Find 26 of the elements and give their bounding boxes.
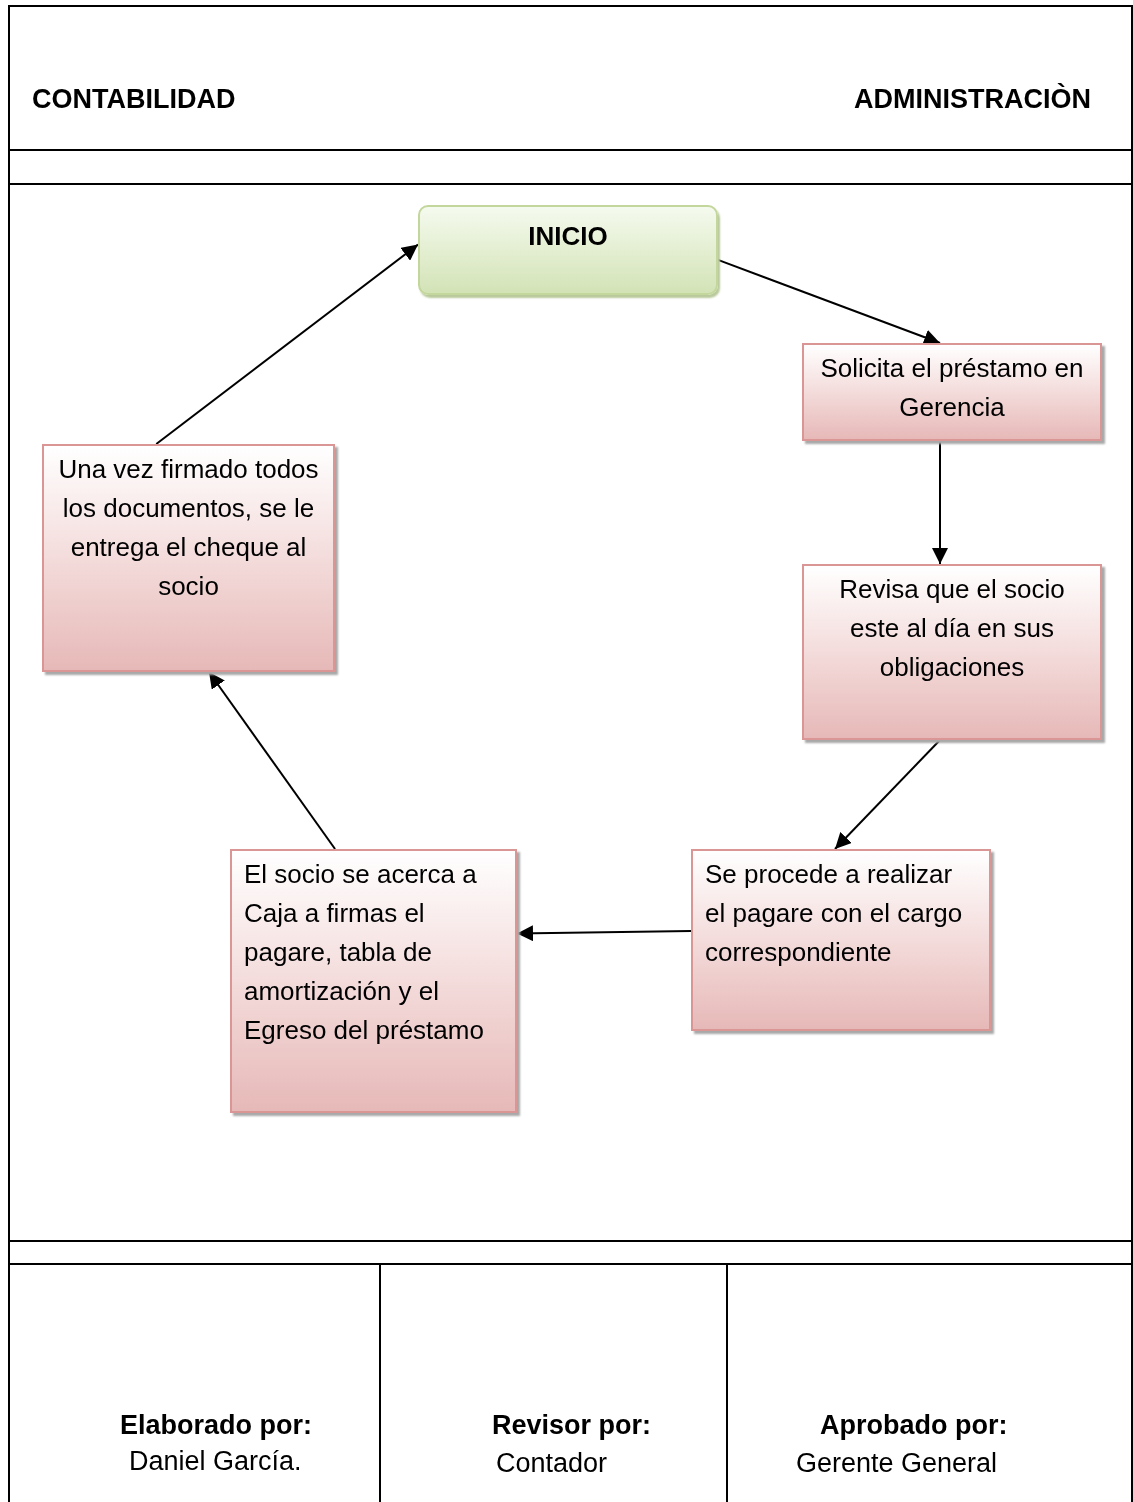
signature-name: Daniel García. — [129, 1445, 302, 1478]
arrow — [717, 258, 941, 345]
arrow — [516, 925, 692, 942]
start-box — [418, 205, 718, 295]
column-heading: ADMINISTRACIÒN — [854, 82, 1091, 116]
signature-name: Gerente General — [796, 1447, 998, 1480]
process-box — [230, 849, 517, 1113]
arrow — [932, 440, 948, 565]
box-text: El socio se acerca a Caja a firmas el pagare, tabla de amortización y el Egreso del préstamo — [244, 858, 485, 1047]
box-text: Revisa que el socio este al día en sus obligaciones — [838, 573, 1066, 684]
process-box — [802, 564, 1102, 740]
arrow — [155, 243, 419, 445]
process-box — [42, 444, 335, 672]
signature-label: Aprobado por: — [820, 1409, 1008, 1442]
signature-label: Elaborado por: — [120, 1409, 312, 1442]
process-box — [802, 343, 1102, 441]
column-heading: CONTABILIDAD — [32, 83, 236, 116]
arrow — [834, 739, 941, 850]
arrow — [208, 671, 337, 850]
signature-label: Revisor por: — [492, 1409, 652, 1442]
box-text: Se procede a realizar el pagare con el cargo correspondiente — [705, 858, 964, 969]
process-box — [691, 849, 991, 1031]
box-text: INICIO — [528, 220, 608, 253]
box-text: Una vez firmado todos los documentos, se le entrega el cheque al socio — [57, 453, 320, 603]
signature-name: Contador — [496, 1447, 608, 1480]
box-text: Solicita el préstamo en Gerencia — [819, 352, 1085, 424]
